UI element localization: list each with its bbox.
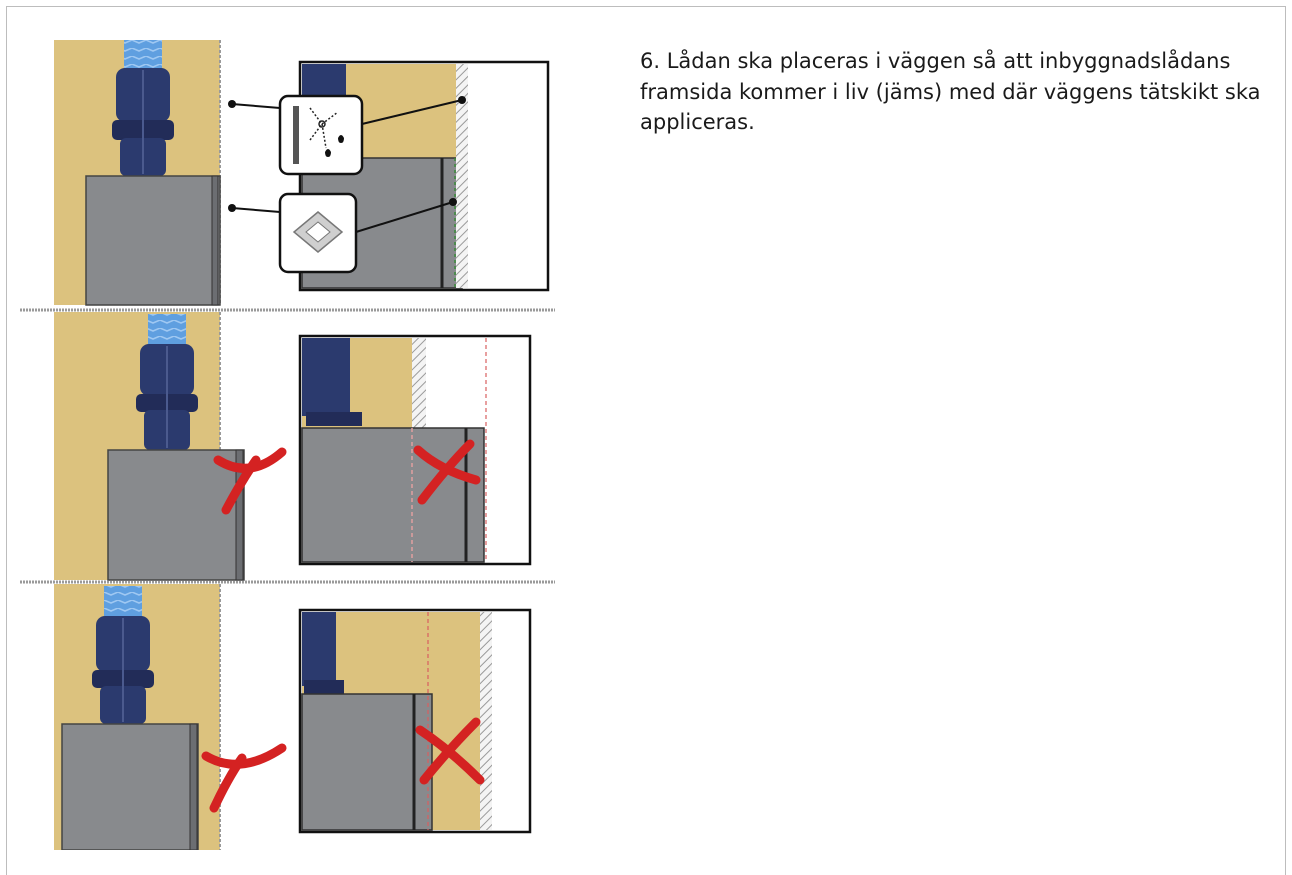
cross-mark-icon — [413, 439, 481, 505]
pipe-fitting — [136, 344, 198, 450]
pipe-fitting — [92, 616, 154, 724]
installation-illustration — [20, 40, 555, 850]
pipe-fitting — [112, 68, 174, 176]
membrane-icon — [278, 94, 364, 176]
panel-recessed-side-view — [54, 584, 287, 850]
panel-correct-side-view — [54, 40, 221, 306]
page-frame — [6, 6, 1286, 875]
sealing-collar-icon — [278, 192, 358, 274]
installation-box — [107, 449, 245, 581]
panel-recessed-detail — [298, 608, 532, 834]
cross-mark-icon — [201, 743, 287, 813]
hose — [124, 40, 162, 70]
panel-protruding-side-view — [54, 312, 287, 581]
panel-correct-detail — [228, 60, 550, 292]
instruction-text: 6. Lådan ska placeras i väggen så att in… — [640, 49, 1261, 134]
panel-incorrect-recessed — [54, 584, 532, 850]
hose — [104, 586, 142, 620]
panel-correct — [54, 40, 550, 306]
panel-incorrect-protruding — [54, 312, 532, 581]
panel-protruding-detail — [298, 334, 532, 566]
installation-box — [61, 723, 199, 850]
hose — [148, 314, 186, 346]
installation-box — [85, 175, 221, 306]
cross-mark-icon — [213, 447, 287, 515]
cross-mark-icon — [415, 717, 485, 785]
